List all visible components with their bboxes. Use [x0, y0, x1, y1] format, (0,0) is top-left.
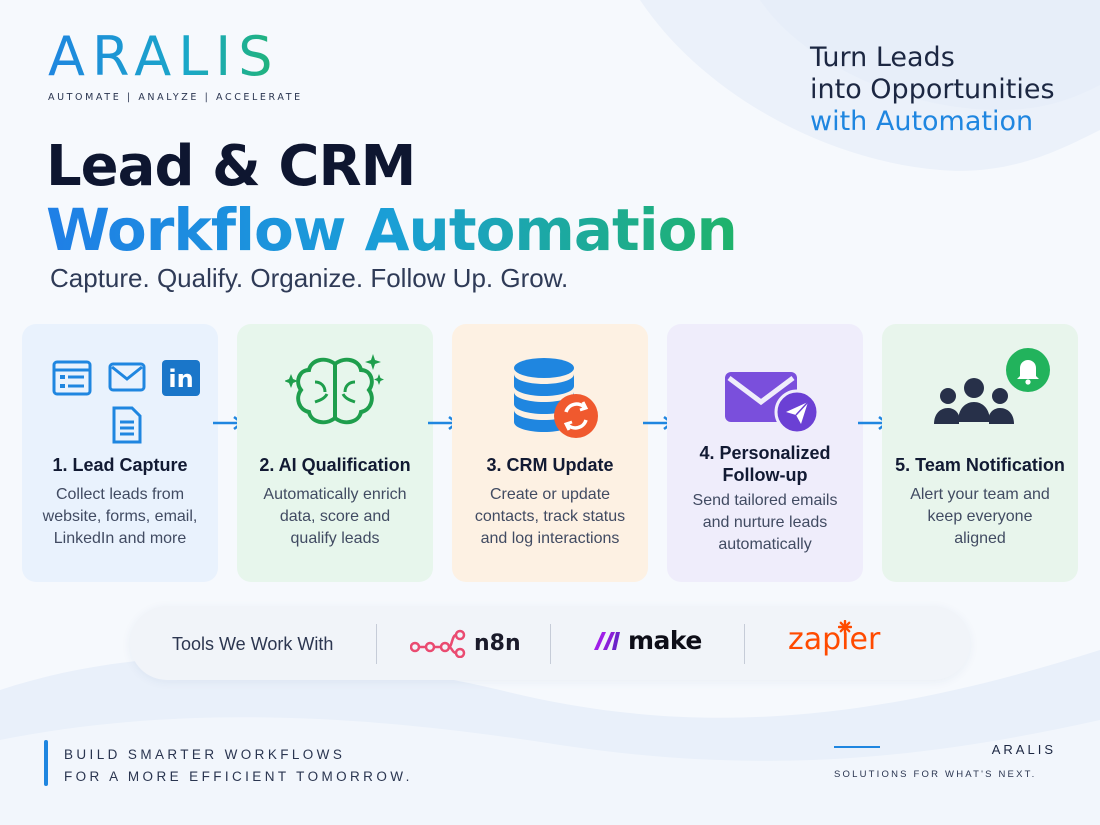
footer-tagline: SOLUTIONS FOR WHAT'S NEXT.	[834, 769, 1037, 780]
tool-zapier: zapier	[788, 620, 881, 657]
step-card-lead-capture: in 1. Lead Capture Collect leads from we…	[22, 324, 218, 582]
ai-brain-icon	[285, 354, 384, 425]
tool-n8n-label: n8n	[474, 630, 521, 656]
step-card-crm-update: 3. CRM Update Create or update contacts,…	[452, 324, 648, 582]
page-subtitle: Capture. Qualify. Organize. Follow Up. G…	[50, 263, 569, 293]
headline-right-line3: with Automation	[810, 106, 1034, 137]
linkedin-icon: in	[162, 360, 200, 396]
headline-right-line2: into Opportunities	[810, 74, 1055, 105]
step-description: Automatically enrich data, score and qua…	[263, 486, 407, 547]
divider	[550, 624, 551, 664]
page-title-line2: Workflow Automation	[46, 196, 738, 264]
step-title: 3. CRM Update	[486, 455, 614, 475]
headline-right: Turn Leads into Opportunities with Autom…	[810, 42, 1055, 138]
divider	[376, 624, 377, 664]
team-bell-icon	[934, 348, 1050, 424]
email-icon	[108, 362, 146, 392]
tool-n8n: n8n	[410, 628, 521, 658]
step-description: Alert your team and keep everyone aligne…	[910, 486, 1050, 547]
make-logo-icon	[594, 631, 620, 650]
footer-line2: FOR A MORE EFFICIENT TOMORROW.	[64, 769, 413, 784]
footer-accent-bar	[44, 740, 48, 786]
divider	[744, 624, 745, 664]
brand-logo: ARALIS AUTOMATE | ANALYZE | ACCELERATE	[48, 28, 303, 104]
headline-right-line1: Turn Leads	[810, 42, 955, 73]
step-card-personalized-follow-up: 4. Personalized Follow-up Send tailored …	[667, 324, 863, 582]
n8n-logo-icon	[410, 629, 466, 658]
step-description: Collect leads from website, forms, email…	[42, 486, 198, 547]
footer-brand: ARALIS	[991, 742, 1056, 757]
browser-form-icon	[52, 360, 92, 396]
tools-label: Tools We Work With	[172, 634, 334, 654]
step-description: Create or update contacts, track status …	[474, 486, 626, 547]
footer-divider-line	[834, 746, 880, 748]
footer-line1: BUILD SMARTER WORKFLOWS	[64, 747, 346, 762]
database-sync-icon	[514, 358, 598, 438]
zapier-asterisk-icon	[838, 620, 852, 634]
step-title: 5. Team Notification	[895, 455, 1065, 475]
workflow-steps: in 1. Lead Capture Collect leads from we…	[22, 324, 1082, 584]
tool-zapier-label: zapier	[788, 622, 881, 657]
tools-bar: Tools We Work With n8n make	[130, 606, 970, 680]
tool-make-label: make	[628, 626, 702, 655]
step-description: Send tailored emails and nurture leads a…	[692, 492, 838, 553]
step-title: 1. Lead Capture	[52, 455, 188, 475]
step-card-team-notification: 5. Team Notification Alert your team and…	[882, 324, 1078, 582]
document-icon	[112, 406, 142, 444]
step-card-ai-qualification: 2. AI Qualification Automatically enrich…	[237, 324, 433, 582]
email-send-icon	[725, 372, 819, 435]
logo-tagline: AUTOMATE | ANALYZE | ACCELERATE	[48, 92, 303, 103]
step-title: 4. Personalized Follow-up	[699, 443, 831, 485]
svg-text:in: in	[168, 365, 193, 393]
tool-make: make	[594, 626, 702, 655]
logo-wordmark: ARALIS	[48, 28, 303, 86]
step-title: 2. AI Qualification	[259, 455, 411, 475]
page-title-line1: Lead & CRM	[46, 134, 416, 199]
